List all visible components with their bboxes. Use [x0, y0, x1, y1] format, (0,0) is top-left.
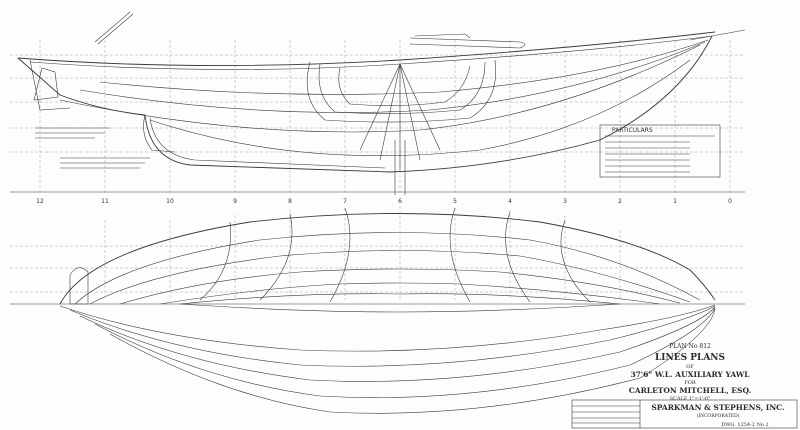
drawing-number: DWG. 1254-2 No 2	[721, 422, 768, 428]
particulars-heading: PARTICULARS	[612, 127, 653, 134]
plan-title: LINES PLANS	[655, 353, 725, 363]
station-label: 3	[563, 198, 567, 205]
station-label: 9	[233, 198, 237, 205]
profile-notes	[35, 127, 150, 169]
station-label: 1	[673, 198, 677, 205]
keel-profile	[144, 35, 713, 173]
owner-name: CARLETON MITCHELL, ESQ.	[629, 386, 751, 395]
station-label: 0	[728, 198, 732, 205]
station-label: 4	[508, 198, 512, 205]
sheer-line	[17, 31, 716, 66]
svg-text:FOR: FOR	[684, 380, 696, 386]
station-label: 2	[618, 198, 622, 205]
svg-text:OF: OF	[686, 364, 694, 370]
plan-number: PLAN No 812	[669, 343, 711, 350]
station-label: 10	[166, 198, 174, 205]
vessel-name: 37'6" W.L. AUXILIARY YAWL	[630, 370, 750, 379]
designer-name: SPARKMAN & STEPHENS, INC.	[651, 403, 784, 412]
station-label: 8	[288, 198, 292, 205]
station-label: 7	[343, 198, 347, 205]
scale-note: SCALE 1"=1'-0"	[670, 396, 711, 402]
title-block: PLAN No 812 LINES PLANS OF 37'6" W.L. AU…	[571, 343, 798, 429]
particulars-table: PARTICULARS	[599, 124, 721, 178]
svg-text:(INCORPORATED): (INCORPORATED)	[697, 412, 740, 419]
station-label: 6	[398, 198, 402, 205]
half-breadth-view	[10, 206, 745, 414]
station-label: 12	[36, 198, 44, 205]
deck-outline	[59, 213, 716, 305]
station-label: 11	[101, 198, 109, 205]
station-label: 5	[453, 198, 457, 205]
